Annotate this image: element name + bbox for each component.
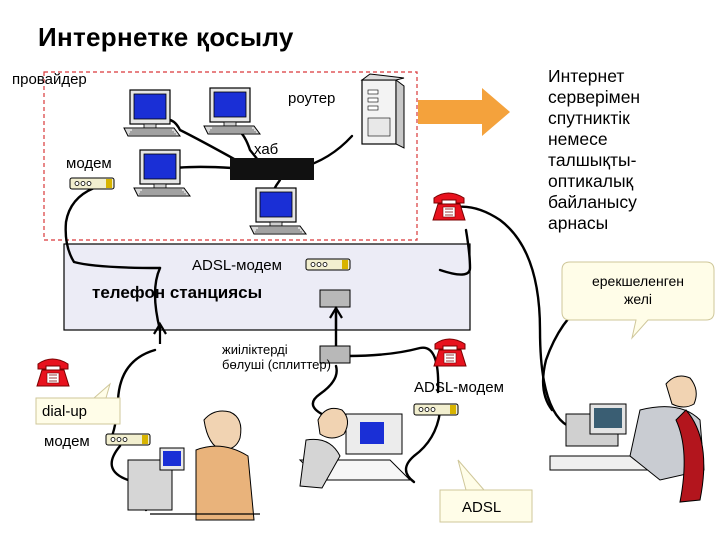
- adsl-modem-bottom-label: ADSL-модем: [414, 379, 504, 396]
- telephone-icon: [432, 192, 466, 221]
- dialup-label: dial-up: [42, 403, 87, 420]
- station-switch-block: [319, 289, 351, 308]
- internet-link-line: серверімен: [548, 87, 641, 107]
- internet-link-line: немесе: [548, 129, 608, 149]
- hub-label: хаб: [254, 141, 278, 158]
- internet-link-line: байланысу: [548, 192, 637, 212]
- user-figure-icon: [549, 375, 705, 503]
- modem-icon: [69, 177, 115, 190]
- computer-icon: [133, 149, 191, 197]
- provider-label: провайдер: [12, 71, 87, 88]
- dialup-modem-label: модем: [44, 433, 90, 450]
- phone-station-block: [63, 243, 471, 331]
- splitter-block: [319, 345, 351, 364]
- adsl-modem-top-label: ADSL-модем: [192, 257, 282, 274]
- internet-link-line: оптикалық: [548, 171, 634, 191]
- modem-label: модем: [66, 155, 112, 172]
- up-arrow-icon: [153, 321, 167, 344]
- page-title: Интернетке қосылу: [38, 22, 294, 52]
- internet-link-line: арнасы: [548, 213, 609, 233]
- internet-link-line: спутниктік: [548, 108, 630, 128]
- internet-link-line: талшықты-: [548, 150, 637, 170]
- phone-station-label: телефон станциясы: [92, 283, 262, 302]
- dialup-callout: [35, 382, 121, 425]
- user-figure-icon: [127, 410, 260, 521]
- telephone-icon: [433, 338, 467, 367]
- server-icon: [360, 73, 405, 149]
- computer-icon: [203, 87, 261, 135]
- computer-icon: [249, 187, 307, 235]
- internet-arrow: [418, 88, 510, 136]
- modem-icon: [305, 258, 351, 271]
- modem-icon: [413, 403, 459, 416]
- telephone-icon: [36, 358, 70, 387]
- hub-device: [230, 158, 314, 180]
- computer-icon: [123, 89, 181, 137]
- internet-link-line: Интернет: [548, 66, 625, 86]
- special-network-callout: [561, 261, 715, 340]
- router-label: роутер: [288, 90, 335, 107]
- modem-icon: [105, 433, 151, 446]
- user-figure-icon: [298, 407, 412, 489]
- adsl-label: ADSL: [462, 499, 501, 516]
- adsl-callout: [439, 459, 533, 523]
- provider-boundary: [43, 71, 418, 241]
- up-arrow-icon: [329, 305, 343, 330]
